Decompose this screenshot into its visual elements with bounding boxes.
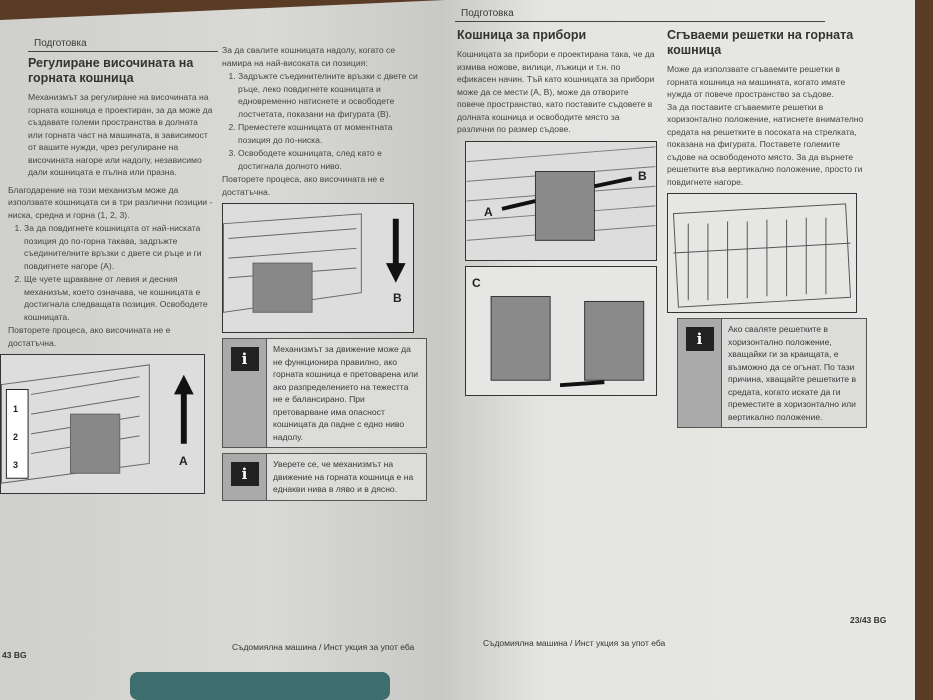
step: За да повдигнете кошницата от най-нискат… <box>24 222 213 272</box>
repeat-text: Повторете процеса, ако височината не е д… <box>222 174 385 197</box>
racks-text: Може да използвате сгъваемите решетки в … <box>667 63 867 188</box>
section-title: Кошница за прибори <box>457 28 587 42</box>
right-column-1: Кошница за прибори Кошницата за прибори … <box>457 28 657 396</box>
lowering-intro: За да свалите кошницата надолу, когато с… <box>222 45 396 68</box>
basket-figure-b: B <box>222 203 414 333</box>
right-column-2: Сгъваеми решетки на горната кошница Може… <box>667 28 867 428</box>
right-page: Подготовка Кошница за прибори Кошницата … <box>445 0 915 700</box>
cutlery-basket-figure-ab: B A <box>465 140 657 261</box>
label-a: A <box>179 454 188 468</box>
section-header: Подготовка <box>455 6 825 22</box>
info-note: i Уверете се, че механизмът на движение … <box>222 453 427 501</box>
level-2: 2 <box>13 432 19 442</box>
repeat-text: Повторете процеса, ако височината не е д… <box>8 325 171 348</box>
info-icon: i <box>230 462 259 486</box>
racks-instructions: За да поставите сгъваемите решетки в хор… <box>667 101 864 187</box>
step: Освободете кошницата, след като е достиг… <box>238 147 427 172</box>
intro-text: Механизмът за регулиране на височината н… <box>28 92 213 177</box>
paragraph: Благодарение на този механизъм може да и… <box>8 184 213 350</box>
section-title: Регулиране височината на горната кошница <box>28 56 194 85</box>
note-text: Уверете се, че механизмът на движение на… <box>273 459 414 494</box>
lowering-text: За да свалите кошницата надолу, когато с… <box>222 44 427 198</box>
step: Ще чуете щракване от левия и десния меха… <box>24 273 213 323</box>
step: Задръжте съединителните връзки с двете с… <box>238 70 427 120</box>
footer-text: Съдомиялна машина / Инст укция за упот е… <box>232 642 415 652</box>
note-text: Ако сваляте решетките в хоризонтално пол… <box>728 324 857 422</box>
page-number: 43 BG <box>2 650 27 660</box>
note-text: Механизмът за движение може да не функци… <box>273 344 419 442</box>
footer-text: Съдомиялна машина / Инст укция за упот е… <box>483 638 666 648</box>
level-1: 1 <box>13 404 19 414</box>
section-title: Сгъваеми решетки на горната кошница <box>667 28 854 57</box>
page-number: 23/43 BG <box>850 615 887 625</box>
basket-figure-a: A 1 2 3 <box>0 354 205 494</box>
label-b: B <box>393 291 402 305</box>
left-column-1: Регулиране височината на горната кошница… <box>0 56 213 494</box>
info-icon: i <box>230 347 259 371</box>
info-icon: i <box>685 327 714 351</box>
positions-text: Благодарение на този механизъм може да и… <box>8 184 213 220</box>
info-note: i Механизмът за движение може да не функ… <box>222 338 427 448</box>
left-page: Подготовка Регулиране височината на горн… <box>0 0 445 700</box>
racks-intro: Може да използвате сгъваемите решетки в … <box>667 64 846 99</box>
left-column-2: За да свалите кошницата надолу, когато с… <box>222 44 427 501</box>
fabric-background <box>130 672 390 700</box>
label-a: A <box>484 204 493 219</box>
cutlery-text: Кошницата за прибори е проектирана така,… <box>457 49 655 134</box>
label-c: C <box>472 275 481 290</box>
level-3: 3 <box>13 460 19 470</box>
folding-racks-figure <box>667 193 857 313</box>
section-header: Подготовка <box>28 36 218 52</box>
info-note: i Ако сваляте решетките в хоризонтално п… <box>677 318 867 428</box>
step: Преместете кошницата от моментната позиц… <box>238 121 427 146</box>
cutlery-basket-figure-c: C <box>465 265 657 396</box>
label-b: B <box>638 168 647 183</box>
